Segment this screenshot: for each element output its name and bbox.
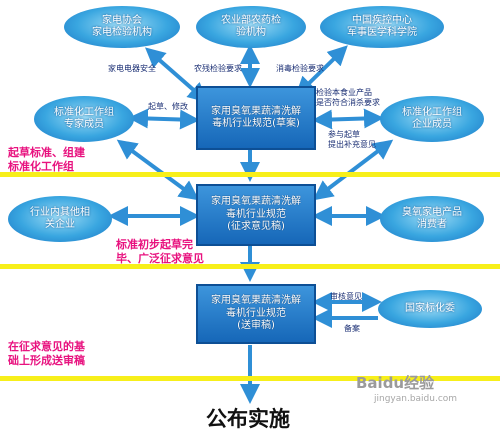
arrow-experts-to-draft <box>128 108 200 130</box>
node-national-std: 国家标化委 <box>378 290 482 328</box>
stage-divider-3 <box>0 376 500 381</box>
node-draft: 家用臭氧果蔬清洗解 毒机行业规范(草案) <box>196 86 316 150</box>
arrow-appliance-to-draft <box>144 47 209 103</box>
watermark-url: jingyan.baidu.com <box>374 394 458 404</box>
node-submission: 家用臭氧果蔬清洗解 毒机行业规范 (送审稿) <box>196 284 316 344</box>
stage-divider-2 <box>0 264 500 269</box>
stage-label-3: 在征求意见的基 础上形成送审稿 <box>8 340 85 367</box>
stage-label-1: 起草标准、组建 标准化工作组 <box>8 146 85 173</box>
arrow-members-to-consult <box>312 139 394 201</box>
node-industry-others: 行业内其他相 关企业 <box>8 196 112 242</box>
label-sterilize-req: 消毒检验要求 <box>276 64 324 73</box>
node-std-experts: 标准化工作组 专家成员 <box>34 96 134 142</box>
node-std-members: 标准化工作组 企业成员 <box>380 96 484 142</box>
node-consultation: 家用臭氧果蔬清洗解 毒机行业规范 (征求意见稿) <box>196 184 316 246</box>
node-cdc: 中国疾控中心 军事医学科学院 <box>320 6 444 48</box>
node-appliance-assoc: 家电协会 家电检验机构 <box>64 6 180 48</box>
label-appliance-safety: 家电电器安全 <box>108 64 156 73</box>
node-consumers: 臭氧家电产品 消费者 <box>380 196 484 242</box>
label-review-opinion: 审核意见 <box>330 292 362 301</box>
label-join-draft: 参与起草 提出补充意见 <box>328 130 376 149</box>
label-pesticide-req: 农残检验要求 <box>194 64 242 73</box>
label-check-sanitation: 检验本食业产品 是否符合消杀要求 <box>316 88 380 107</box>
label-draft-revise: 起草、修改 <box>148 102 188 111</box>
final-step: 公布实施 <box>206 406 290 431</box>
stage-divider-1 <box>0 172 500 177</box>
arrow-experts-to-consult <box>116 139 200 201</box>
label-filing: 备案 <box>344 324 360 333</box>
node-agri-ministry: 农业部农药检 验机构 <box>196 6 306 48</box>
watermark-brand: Baidu经验 <box>356 374 435 392</box>
arrow-members-to-draft <box>312 108 384 130</box>
stage-label-2: 标准初步起草完 毕、广泛征求意见 <box>116 238 204 265</box>
